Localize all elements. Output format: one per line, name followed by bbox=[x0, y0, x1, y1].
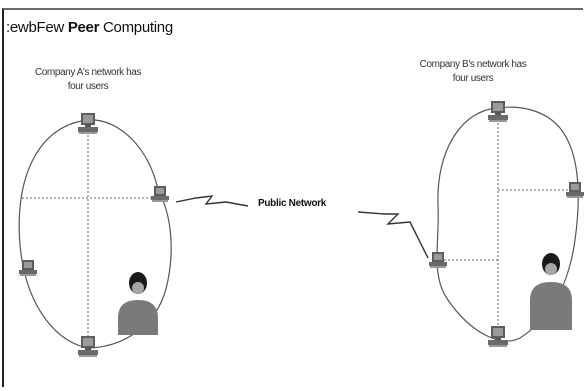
figure-title: :ewbFew Peer Computing bbox=[6, 19, 173, 36]
company-b-person-icon bbox=[530, 253, 572, 330]
company-b-caption: Company B's network has four users bbox=[408, 58, 538, 86]
title-suffix: Computing bbox=[103, 19, 173, 36]
company-b-computer-bottom bbox=[488, 326, 508, 347]
public-network-link-left bbox=[175, 195, 249, 207]
company-a-person-icon bbox=[118, 272, 158, 335]
public-network-link-right bbox=[357, 211, 429, 259]
company-b-computer-top bbox=[488, 101, 508, 122]
company-a-computer-top bbox=[78, 113, 98, 134]
company-a-caption-line1: Company A's network has bbox=[34, 67, 142, 78]
figure-frame bbox=[2, 8, 583, 387]
company-b-caption-line2: four users bbox=[452, 73, 494, 84]
company-a-computer-right bbox=[151, 186, 169, 202]
company-a-caption: Company A's network has four users bbox=[28, 66, 148, 94]
title-prefix: :ewbFew bbox=[6, 19, 64, 36]
company-a-computer-left bbox=[19, 260, 37, 276]
company-b-ring bbox=[436, 106, 579, 342]
public-network-label: Public Network bbox=[258, 198, 327, 209]
company-a-caption-line2: four users bbox=[67, 81, 109, 92]
company-a-computer-bottom bbox=[78, 336, 98, 357]
company-b-caption-line1: Company B's network has bbox=[419, 59, 527, 70]
title-bold-word: Peer bbox=[67, 19, 100, 36]
company-b-computer-right bbox=[566, 182, 584, 198]
